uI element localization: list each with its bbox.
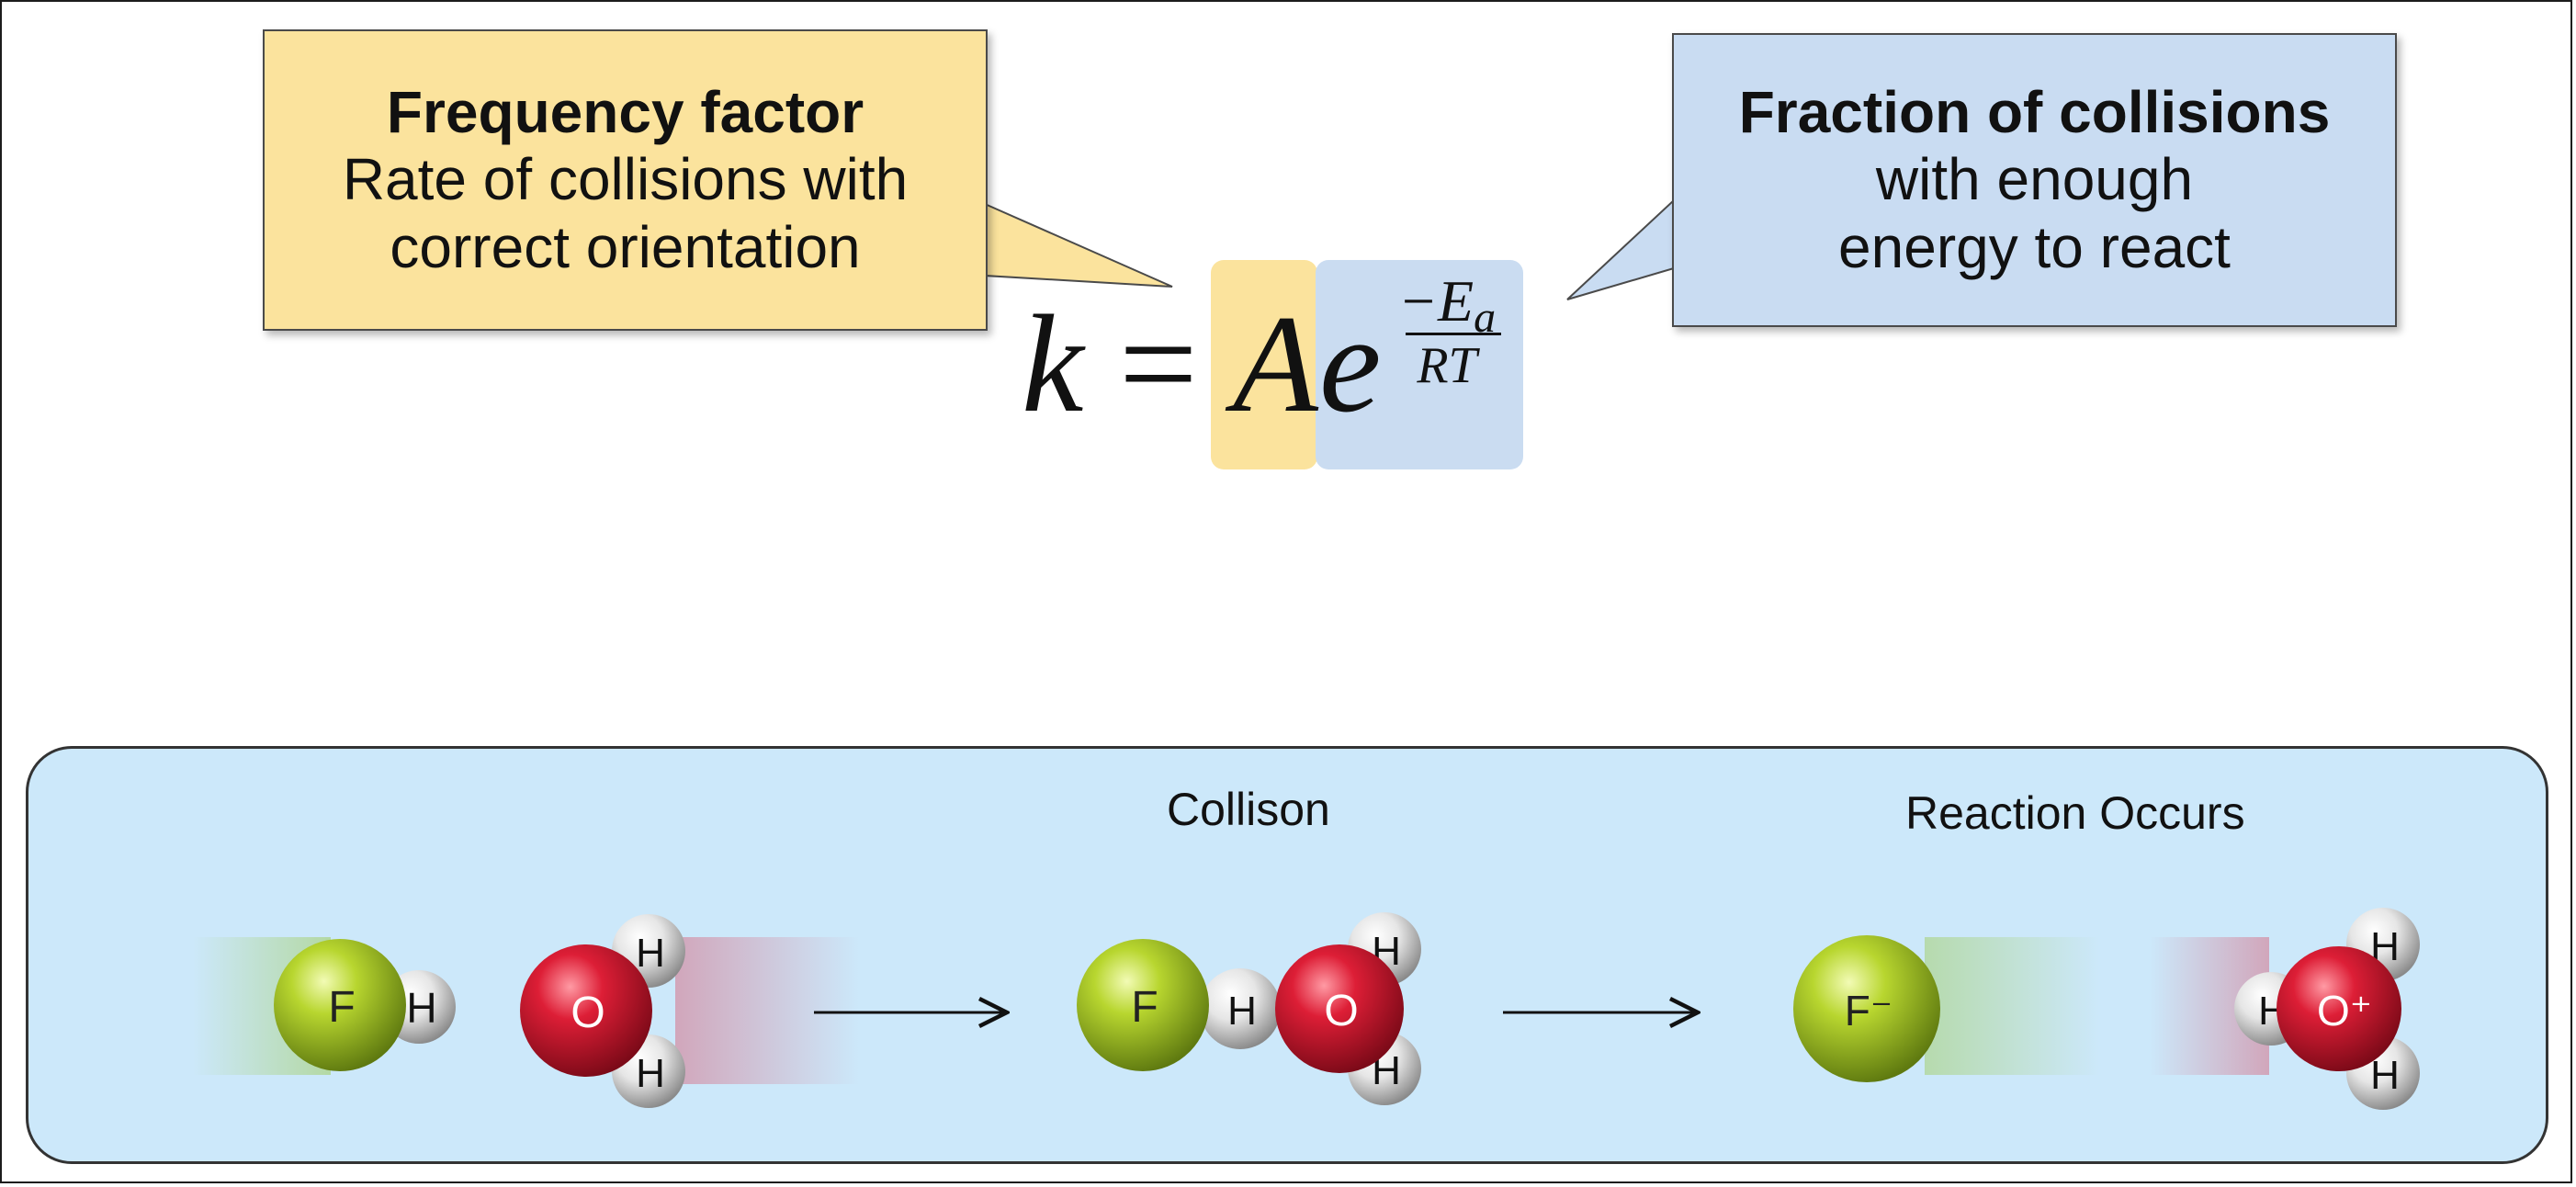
frequency-factor-title: Frequency factor [386,78,864,145]
oxygen-atom-label: O [1324,987,1358,1035]
oxygen-atom [2277,946,2401,1071]
reaction-label: Reaction Occurs [1905,787,2245,839]
hydrogen-atom-label: H [2370,1053,2400,1098]
fluorine-atom [1077,939,1209,1071]
fraction-of-collisions-callout: Fraction of collisions with enough energ… [1672,33,2397,327]
prefactor-highlight [1211,260,1317,469]
bridging-hydrogen-atom [1200,968,1281,1049]
frequency-factor-line2: correct orientation [390,213,861,280]
hydrogen-atom-label: H [636,1051,665,1096]
rate-constant-symbol: k [1022,287,1084,441]
equals-sign: = [1119,287,1198,441]
water-molecule: H H O [520,914,685,1108]
collision-label: Collison [1167,784,1330,835]
fluorine-atom-label: F [328,983,355,1032]
hydrogen-atom-label: H [636,931,665,976]
fraction-of-collisions-line1: with enough [1875,146,2194,213]
exponent-minus-e: −E [1397,268,1474,333]
hydronium-oxygen-label: O⁺ [2317,987,2372,1034]
collision-panel [26,746,2548,1164]
collision-complex: H H H F O [1077,912,1421,1105]
hydrogen-atom-label: H [406,984,436,1032]
fluorine-atom [274,939,406,1071]
fluorine-atom-label: F [1131,983,1158,1032]
exponent-numerator: −Ea [1387,272,1507,340]
fluoride-atom [1793,935,1940,1082]
prefactor-symbol: A [1233,287,1318,441]
fluoride-motion-blur [1925,937,2099,1075]
oxygen-atom [520,944,652,1077]
exponent-subscript: a [1474,293,1497,342]
fluoride-ion: F⁻ [1793,935,1940,1082]
frequency-factor-callout: Frequency factor Rate of collisions with… [263,29,988,331]
oxygen-atom-label: O [571,989,604,1037]
exponential-base: e [1319,287,1382,441]
oxygen-atom [1275,944,1404,1073]
exponential-highlight [1316,260,1523,469]
fluoride-atom-label: F⁻ [1845,987,1892,1034]
hydronium-ion: H H H O⁺ [2234,908,2420,1110]
exponent-denominator: RT [1417,337,1477,394]
exponent-fraction-bar [1406,333,1501,335]
frequency-factor-line1: Rate of collisions with [342,146,909,213]
fraction-of-collisions-line2: energy to react [1838,213,2231,280]
fraction-of-collisions-title: Fraction of collisions [1738,78,2331,145]
hydrogen-fluoride-molecule: H F [274,939,456,1071]
water-motion-blur [675,937,859,1084]
hydrogen-atom-label: H [1227,989,1257,1034]
